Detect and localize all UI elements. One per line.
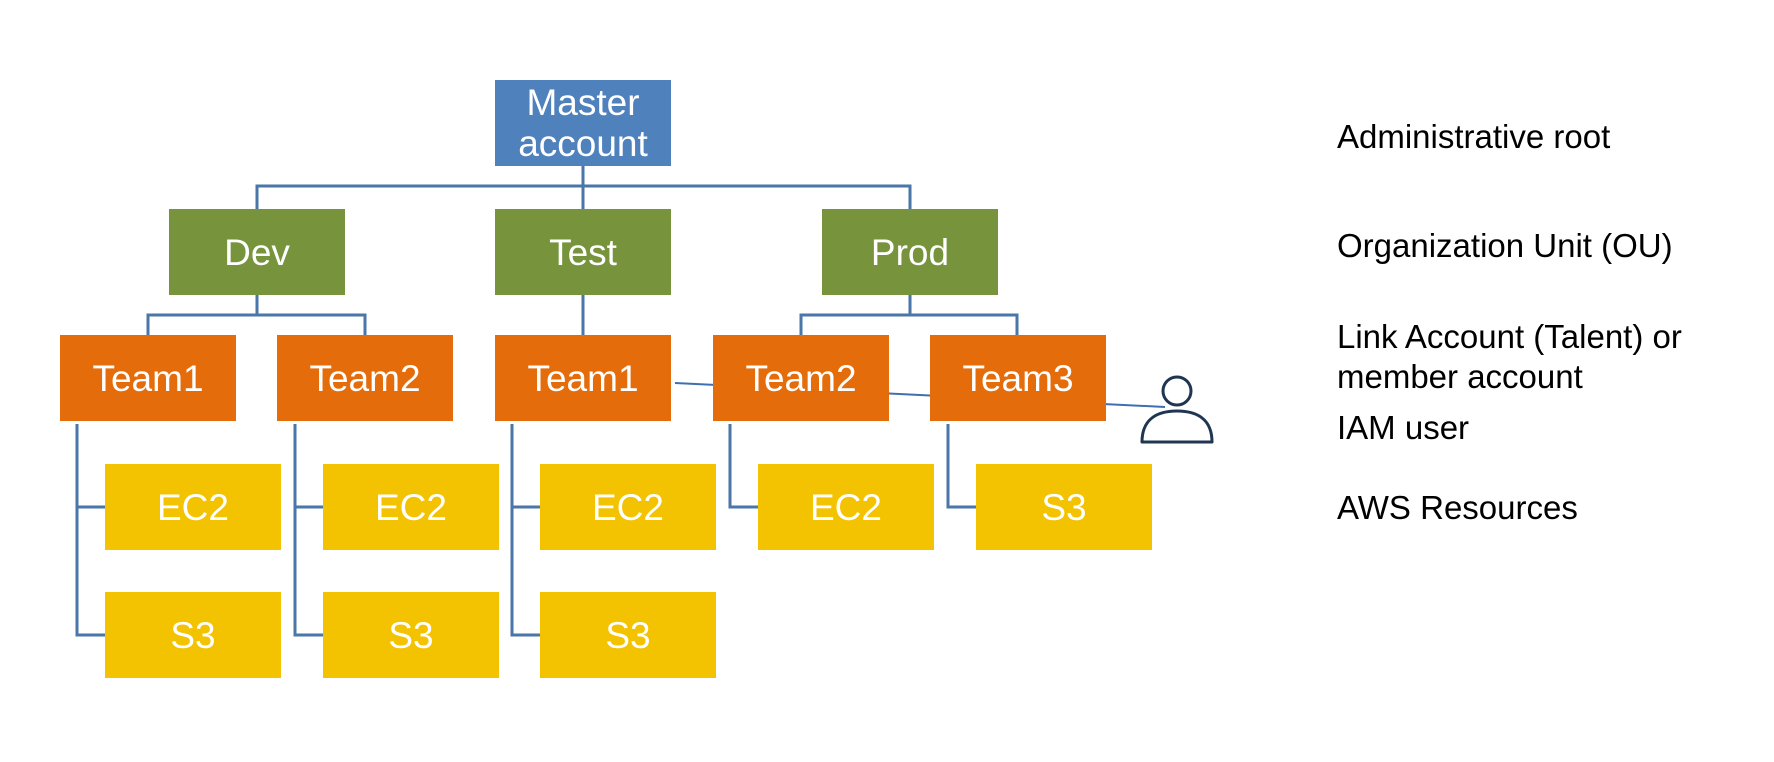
ou-label: Test: [549, 231, 617, 273]
resource-label: S3: [170, 614, 216, 656]
resource-label: S3: [605, 614, 651, 656]
resource-label: S3: [1041, 486, 1087, 528]
legend-organization-unit: Organization Unit (OU): [1337, 227, 1673, 264]
team-node-prod-team3: Team3: [930, 335, 1106, 421]
resource-label: S3: [388, 614, 434, 656]
legend-link-account: Link Account (Talent) or member account: [1337, 318, 1682, 395]
resource-node-s3: S3: [323, 592, 499, 678]
resource-node-s3: S3: [540, 592, 716, 678]
ou-label: Dev: [224, 231, 290, 273]
ou-node-dev: Dev: [169, 209, 345, 295]
legend-aws-resources: AWS Resources: [1337, 489, 1578, 526]
connector-dev-team2-resources: [293, 424, 323, 637]
resource-node-ec2: EC2: [540, 464, 716, 550]
resource-node-s3: S3: [976, 464, 1152, 550]
master-account-node: Master account: [495, 80, 671, 166]
resource-node-ec2: EC2: [323, 464, 499, 550]
resource-node-s3: S3: [105, 592, 281, 678]
master-account-label: Master account: [518, 82, 648, 164]
connector-dev-teams: [146, 313, 367, 335]
resource-label: EC2: [375, 486, 447, 528]
connector-prod-teams: [799, 313, 1019, 335]
user-icon: [1140, 375, 1214, 444]
team-node-dev-team1: Team1: [60, 335, 236, 421]
team-label: Team1: [527, 357, 639, 399]
resource-label: EC2: [592, 486, 664, 528]
connector-prod-team3-resources: [946, 424, 976, 509]
connector-dev-team1-resources: [75, 424, 105, 637]
connector-prod-team2-resources: [728, 424, 758, 509]
team-label: Team2: [309, 357, 421, 399]
team-label: Team2: [745, 357, 857, 399]
ou-node-test: Test: [495, 209, 671, 295]
resource-label: EC2: [157, 486, 229, 528]
team-label: Team1: [92, 357, 204, 399]
team-node-test-team1: Team1: [495, 335, 671, 421]
team-label: Team3: [962, 357, 1074, 399]
ou-label: Prod: [870, 231, 950, 273]
legend-administrative-root: Administrative root: [1337, 118, 1611, 155]
team-node-prod-team2: Team2: [713, 335, 889, 421]
resource-label: EC2: [810, 486, 882, 528]
connector-test-team1-resources: [510, 424, 540, 637]
legend-iam-user: IAM user: [1337, 409, 1470, 446]
team-node-dev-team2: Team2: [277, 335, 453, 421]
resource-node-ec2: EC2: [105, 464, 281, 550]
ou-node-prod: Prod: [822, 209, 998, 295]
resource-node-ec2: EC2: [758, 464, 934, 550]
